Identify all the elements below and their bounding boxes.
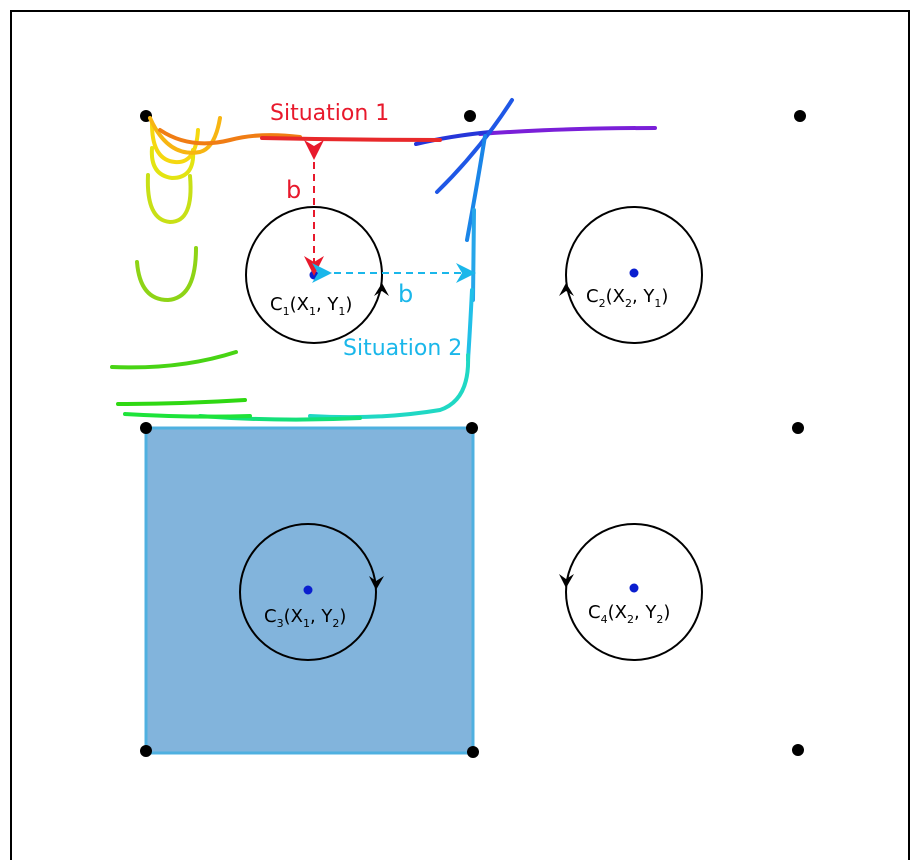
b-vertical-label: b — [286, 176, 301, 204]
grid-point — [464, 110, 476, 122]
trajectory-path — [110, 98, 657, 422]
grid-points — [140, 110, 806, 758]
grid-point — [792, 744, 804, 756]
grid-point — [466, 422, 478, 434]
arrow-c1-icon — [374, 283, 389, 296]
center-dot-c4 — [629, 583, 639, 593]
center-label-c4: C4(X2, Y2) — [588, 602, 670, 626]
grid-point — [792, 422, 804, 434]
center-dot-c1 — [309, 270, 319, 280]
center-dot-c2 — [629, 268, 639, 278]
b-horizontal-label: b — [398, 280, 413, 308]
orbit-c2 — [565, 206, 703, 344]
grid-point — [140, 745, 152, 757]
orbit-c3 — [239, 523, 377, 661]
arrow-c4-icon — [559, 574, 574, 588]
situation1-label: Situation 1 — [270, 101, 389, 126]
orbit-c4 — [565, 523, 703, 661]
center-label-c1: C1(X1, Y1) — [270, 294, 352, 318]
grid-point — [794, 110, 806, 122]
situation2-label: Situation 2 — [343, 336, 462, 361]
center-label-c2: C2(X2, Y1) — [586, 286, 668, 310]
grid-point — [140, 422, 152, 434]
grid-point — [467, 746, 479, 758]
direction-arrows — [369, 283, 574, 590]
center-label-c3: C3(X1, Y2) — [264, 606, 346, 630]
arrow-c3-icon — [369, 576, 384, 590]
center-dot-c3 — [303, 585, 313, 595]
arrow-c2-icon — [559, 283, 574, 296]
